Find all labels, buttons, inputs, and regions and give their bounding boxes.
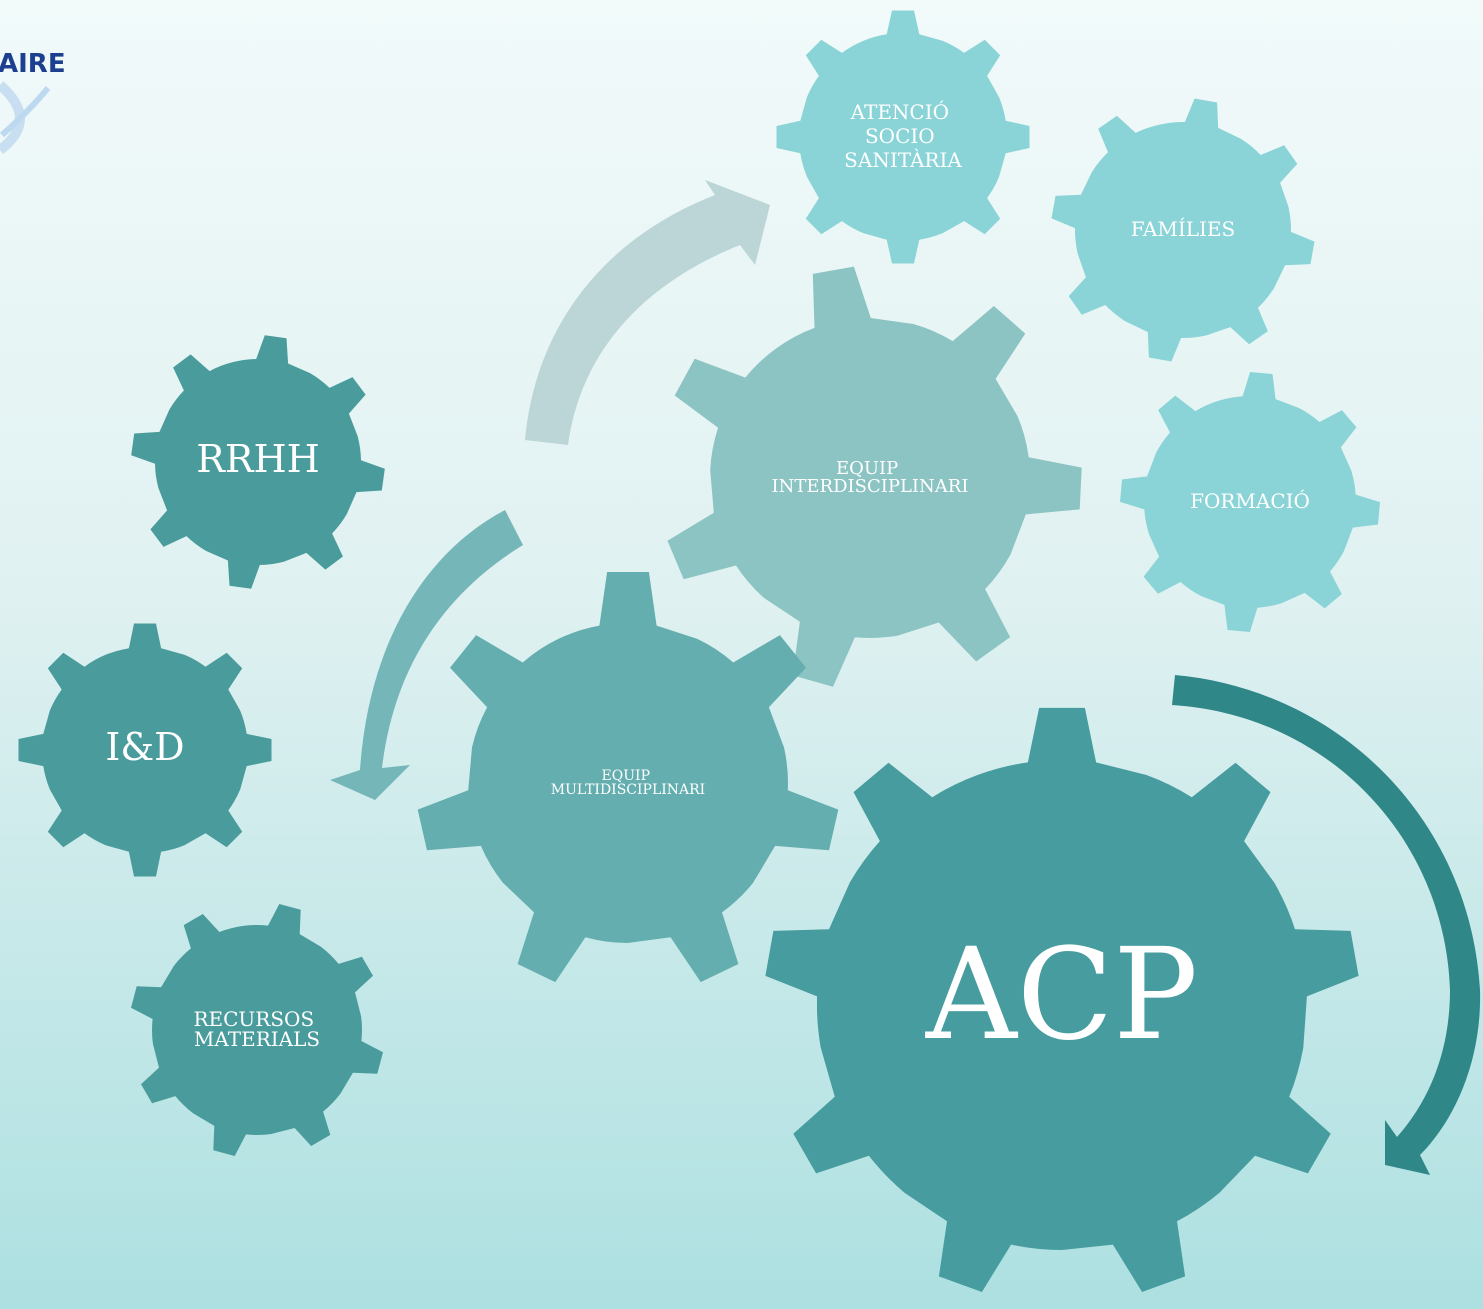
- gear-shape: [1120, 372, 1380, 632]
- gear-equip-interdisciplinari: EQUIP INTERDISCIPLINARI: [667, 266, 1082, 687]
- gear-shape: [667, 266, 1082, 687]
- gear-equip-multidisciplinari: EQUIP MULTIDISCIPLINARI: [417, 572, 839, 983]
- gear-shape: [1051, 98, 1315, 362]
- gear-label: RECURSOS MATERIALS: [193, 1007, 320, 1051]
- gear-label-line: EQUIP: [836, 458, 898, 479]
- gear-label: I&D: [105, 725, 184, 769]
- gear-label-line: MATERIALS: [194, 1027, 320, 1051]
- arrow-left: [330, 510, 523, 800]
- gear-acp: ACP: [765, 707, 1359, 1292]
- gear-label: FAMÍLIES: [1131, 217, 1235, 241]
- gear-shape: [765, 707, 1359, 1292]
- gear-label: EQUIP INTERDISCIPLINARI: [772, 458, 969, 497]
- gear-shape: [776, 10, 1030, 264]
- gear-formacio: FORMACIÓ: [1120, 372, 1380, 632]
- gear-label-line: ATENCIÓ: [850, 99, 949, 124]
- gear-label: RRHH: [196, 437, 320, 481]
- gear-i-d: I&D: [18, 623, 272, 877]
- gear-recursos-materials: RECURSOS MATERIALS: [131, 904, 383, 1156]
- gear-label-line: I&D: [105, 725, 184, 769]
- gear-label-line: FORMACIÓ: [1190, 488, 1310, 513]
- gear-label-line: MULTIDISCIPLINARI: [551, 782, 705, 798]
- gear-rrhh: RRHH: [131, 335, 385, 589]
- gear-label-line: ACP: [925, 921, 1198, 1068]
- gear-label: EQUIP MULTIDISCIPLINARI: [551, 768, 705, 798]
- logo-swoosh-line: [0, 86, 51, 138]
- gear-label-line: EQUIP: [602, 768, 650, 784]
- gear-shape: [417, 572, 839, 983]
- arrow-upper: [525, 180, 770, 445]
- gear-shape: [18, 623, 272, 877]
- gear-shape: [131, 335, 385, 589]
- gear-label: ACP: [925, 921, 1198, 1068]
- gear-label-line: SANITÀRIA: [844, 148, 962, 172]
- arrow-right: [1172, 675, 1481, 1175]
- gear-label-line: RRHH: [196, 437, 320, 481]
- gear-shape: [131, 904, 383, 1156]
- gear-label-line: FAMÍLIES: [1131, 217, 1235, 241]
- gear-label: ATENCIÓ SOCIO SANITÀRIA: [844, 99, 962, 172]
- logo: AIRE: [0, 49, 66, 154]
- gear-families: FAMÍLIES: [1051, 98, 1315, 362]
- gear-label-line: RECURSOS: [193, 1007, 314, 1031]
- logo-text: AIRE: [0, 49, 66, 79]
- gear-label: FORMACIÓ: [1190, 488, 1310, 513]
- gear-atencio-socio-sanitaria: ATENCIÓ SOCIO SANITÀRIA: [776, 10, 1030, 264]
- gear-label-line: INTERDISCIPLINARI: [772, 476, 969, 497]
- gear-label-line: SOCIO: [865, 124, 935, 148]
